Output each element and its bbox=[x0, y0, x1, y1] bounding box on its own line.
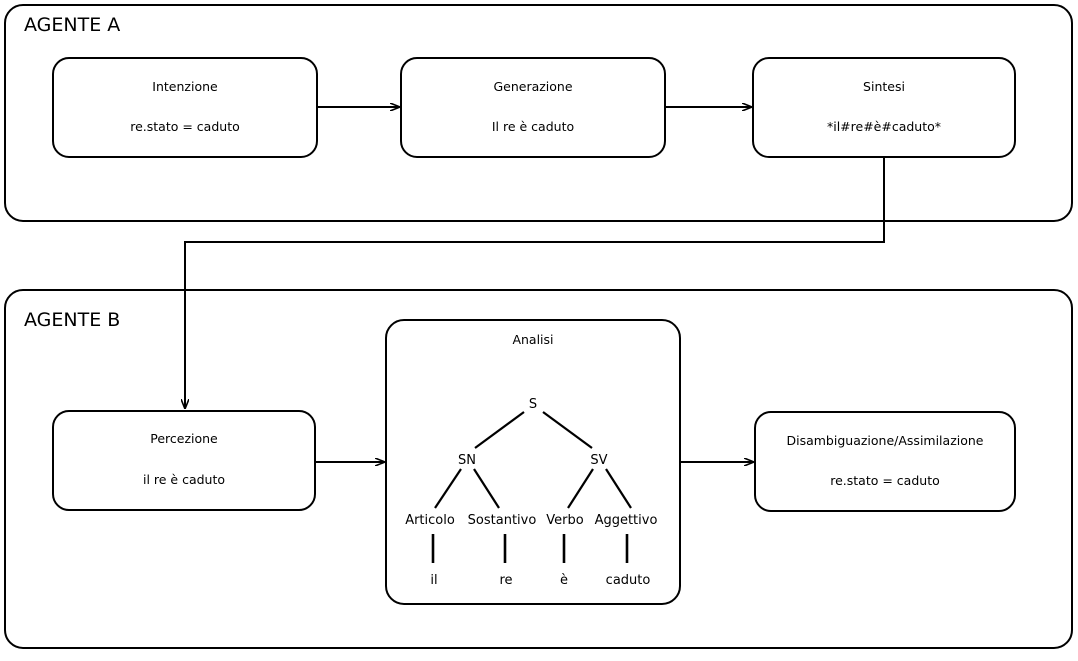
percezione-title: Percezione bbox=[150, 431, 218, 446]
tree-edge-s-sn bbox=[474, 411, 525, 449]
tree-node-aggettivo: Aggettivo bbox=[595, 513, 658, 528]
tree-edge-sn-sostantivo bbox=[473, 468, 500, 509]
agent-a-label: AGENTE A bbox=[24, 14, 120, 36]
tree-node-s: S bbox=[529, 397, 537, 412]
disambiguazione-subtext: re.stato = caduto bbox=[830, 473, 940, 488]
tree-leaf-caduto: caduto bbox=[606, 573, 651, 588]
agent-a-frame: AGENTE A Intenzione re.stato = caduto Ge… bbox=[4, 4, 1073, 222]
generazione-box[interactable] bbox=[400, 57, 666, 158]
tree-edge-sv-aggettivo bbox=[605, 468, 632, 509]
node-generazione[interactable]: Generazione Il re è caduto bbox=[400, 57, 666, 158]
analisi-title: Analisi bbox=[512, 332, 553, 347]
node-percezione[interactable]: Percezione il re è caduto bbox=[52, 410, 316, 511]
generazione-subtext: Il re è caduto bbox=[492, 119, 574, 134]
intenzione-subtext: re.stato = caduto bbox=[130, 119, 240, 134]
arrow-sintesi-to-percezione bbox=[185, 157, 885, 408]
node-intenzione[interactable]: Intenzione re.stato = caduto bbox=[52, 57, 318, 158]
tree-leaf-re: re bbox=[499, 573, 512, 588]
tree-node-articolo: Articolo bbox=[405, 513, 455, 528]
intenzione-box[interactable] bbox=[52, 57, 318, 158]
tree-edge-sv-verbo bbox=[567, 468, 594, 509]
node-analisi[interactable]: Analisi S SN SV Articolo Sostant bbox=[385, 319, 681, 605]
sintesi-title: Sintesi bbox=[863, 79, 905, 94]
tree-node-sn: SN bbox=[458, 453, 476, 468]
generazione-title: Generazione bbox=[493, 79, 572, 94]
disambiguazione-title: Disambiguazione/Assimilazione bbox=[786, 433, 983, 448]
percezione-subtext: il re è caduto bbox=[143, 472, 225, 487]
analisi-box[interactable] bbox=[385, 319, 681, 605]
percezione-box[interactable] bbox=[52, 410, 316, 511]
tree-leaf-e-accented: è bbox=[560, 573, 568, 588]
node-disambiguazione[interactable]: Disambiguazione/Assimilazione re.stato =… bbox=[754, 411, 1016, 512]
tree-node-sostantivo: Sostantivo bbox=[468, 513, 537, 528]
intenzione-title: Intenzione bbox=[152, 79, 218, 94]
agent-b-label: AGENTE B bbox=[24, 309, 120, 331]
agent-a-outline bbox=[4, 4, 1073, 222]
tree-edge-sn-articolo bbox=[434, 468, 462, 509]
tree-node-verbo: Verbo bbox=[546, 513, 583, 528]
agent-b-outline bbox=[4, 289, 1073, 649]
disambiguazione-box[interactable] bbox=[754, 411, 1016, 512]
tree-edge-s-sv bbox=[542, 411, 593, 449]
node-sintesi[interactable]: Sintesi *il#re#è#caduto* bbox=[752, 57, 1016, 158]
tree-leaf-il: il bbox=[430, 573, 437, 588]
sintesi-subtext: *il#re#è#caduto* bbox=[827, 119, 941, 134]
parse-tree: S SN SV Articolo Sostantivo Verbo Aggett… bbox=[405, 397, 657, 588]
tree-node-sv: SV bbox=[590, 453, 607, 468]
agent-b-frame: AGENTE B Percezione il re è caduto Anali… bbox=[4, 289, 1073, 649]
sintesi-box[interactable] bbox=[752, 57, 1016, 158]
